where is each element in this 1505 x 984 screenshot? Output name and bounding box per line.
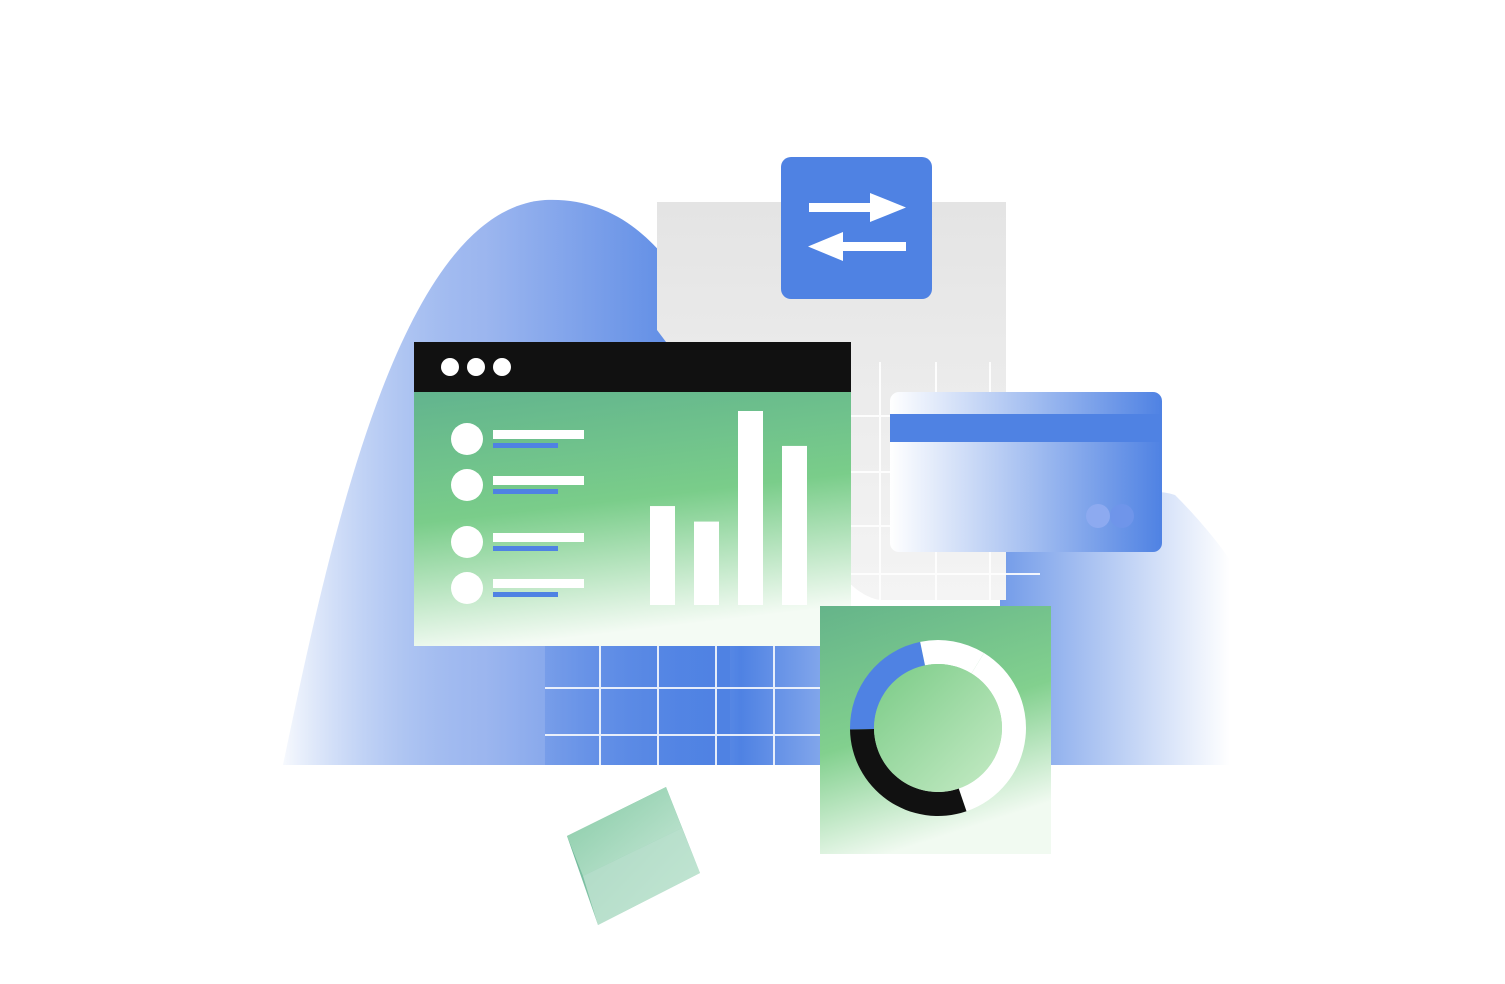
card-stripe: [890, 414, 1162, 442]
donut-segment-white: [958, 652, 1026, 812]
donut-tile: [820, 606, 1051, 854]
swap-arrows-icon: [808, 193, 906, 261]
donut-chart: [849, 640, 1026, 817]
bar-2: [694, 521, 719, 605]
window-dot-1: [441, 358, 459, 376]
bar-3: [738, 411, 763, 605]
credit-card: [890, 392, 1162, 552]
donut-segment-white-2: [920, 640, 984, 674]
list-item: [451, 469, 584, 501]
list-item: [451, 526, 584, 558]
donut-segment-dark: [850, 728, 967, 817]
window-dot-2: [467, 358, 485, 376]
window-titlebar: [414, 342, 851, 392]
window-bar-chart: [650, 411, 807, 605]
exchange-tile: [781, 157, 932, 299]
window-dot-3: [493, 358, 511, 376]
list-item: [451, 423, 584, 455]
credit-card-icon: [1086, 504, 1134, 528]
donut-segment-blue: [849, 641, 926, 730]
list-item: [451, 572, 584, 604]
dashboard-window: [414, 342, 851, 646]
cube-icon: [567, 787, 700, 925]
window-list: [451, 423, 584, 604]
donut-center: [874, 664, 1002, 792]
right-blue-mound: [1000, 491, 1230, 765]
bar-1: [650, 506, 675, 605]
bar-4: [782, 445, 807, 605]
blue-grid-block: [545, 645, 825, 765]
